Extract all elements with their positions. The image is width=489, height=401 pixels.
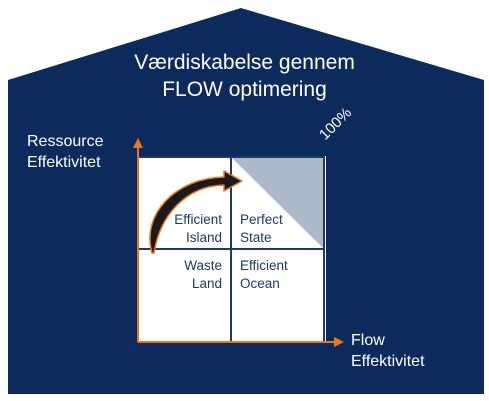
diagram-title-line1: Værdiskabelse gennem: [134, 51, 355, 74]
quadrant-bottom-left-line1: Waste: [184, 258, 222, 273]
y-axis-label-line1: Ressource: [27, 133, 104, 150]
quadrant-top-left-line1: Efficient: [174, 212, 222, 227]
quadrant-bottom-right-line1: Efficient: [240, 258, 288, 273]
quadrant-bottom-right-line2: Ocean: [240, 276, 280, 291]
x-axis-label-line2: Effektivitet: [351, 353, 425, 370]
curved-transition-arrow: [149, 170, 243, 254]
quadrant-bottom-left-line2: Land: [191, 276, 222, 291]
quadrant-top-right-line2: State: [240, 230, 272, 245]
perfect-state-triangle: [231, 157, 324, 249]
y-axis-label-line2: Effektivitet: [27, 154, 101, 171]
x-axis-label-line1: Flow: [351, 332, 385, 349]
quadrant-top-left-line2: Island: [185, 230, 222, 245]
diagram-title-line2: FLOW optimering: [162, 78, 327, 101]
quadrant-top-right-line1: Perfect: [240, 212, 283, 227]
